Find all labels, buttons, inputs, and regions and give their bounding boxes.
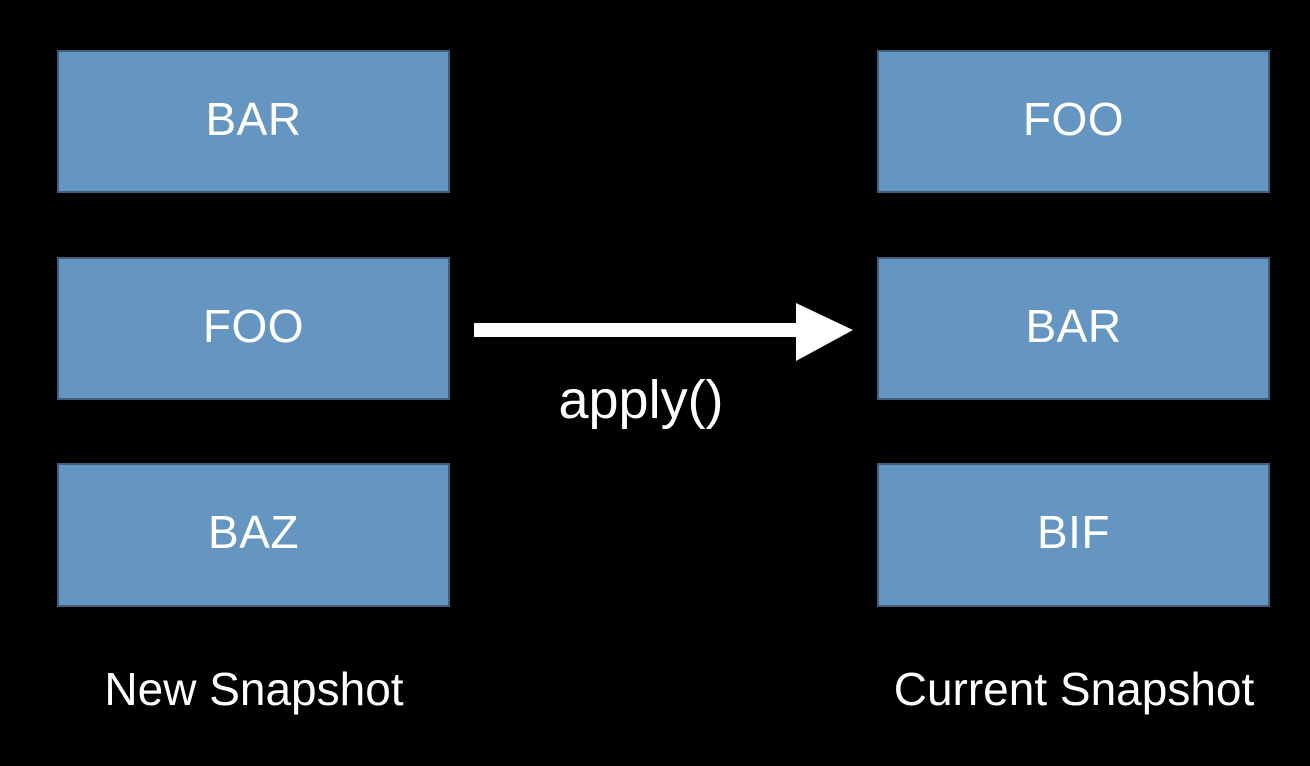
box-label: FOO [1022, 92, 1125, 145]
current-snapshot-box-3: BIF [877, 463, 1270, 607]
box-label: BAR [205, 92, 302, 145]
new-snapshot-box-1: BAR [57, 50, 450, 193]
new-snapshot-box-2: FOO [57, 257, 450, 400]
box-label: BIF [1036, 506, 1111, 558]
current-snapshot-label: Current Snapshot [893, 663, 1255, 715]
box-label: BAZ [208, 506, 299, 558]
box-label: BAR [1025, 299, 1122, 352]
box-label: FOO [202, 299, 305, 352]
apply-label: apply() [558, 370, 724, 430]
new-snapshot-box-3: BAZ [57, 463, 450, 607]
current-snapshot-box-1: FOO [877, 50, 1270, 193]
new-snapshot-label: New Snapshot [104, 663, 404, 715]
current-snapshot-box-2: BAR [877, 257, 1270, 400]
